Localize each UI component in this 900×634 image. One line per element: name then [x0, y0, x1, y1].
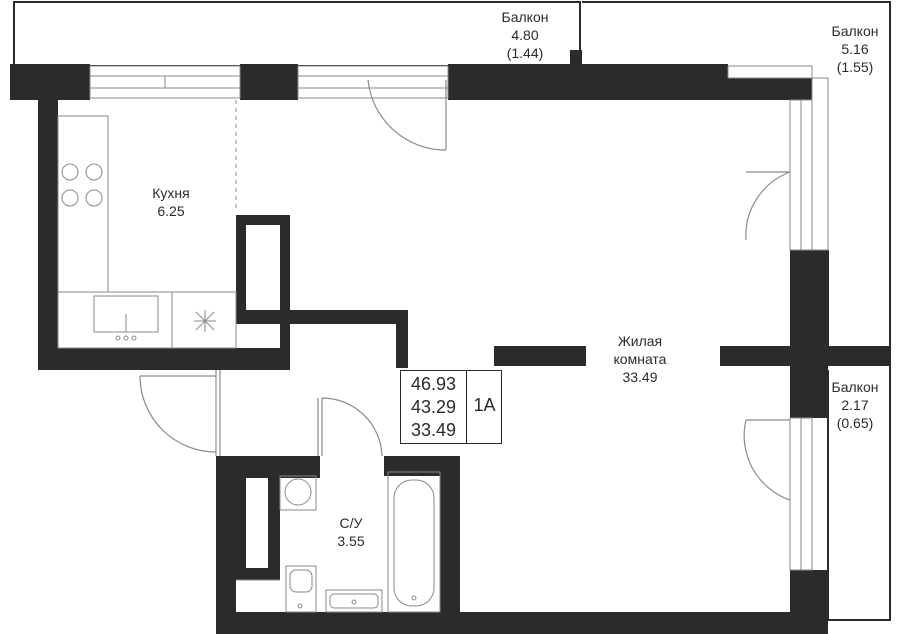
room-name: Балкон [831, 379, 879, 395]
doors [139, 79, 791, 501]
label-kitchen: Кухня 6.25 [126, 184, 216, 220]
room-area: 33.49 [622, 369, 658, 385]
room-area: 6.25 [157, 203, 185, 219]
total-area: 46.93 [410, 374, 457, 394]
room-name: Балкон [501, 9, 549, 25]
kitchen-fixtures [57, 100, 237, 349]
room-name: С/У [339, 515, 363, 531]
living-area: 33.49 [410, 420, 457, 440]
area-without-balconies: 43.29 [410, 397, 457, 417]
room-reduced-area: (1.55) [836, 59, 874, 75]
room-area: 5.16 [841, 41, 869, 57]
bathroom-fixtures [236, 471, 441, 613]
room-name: Кухня [152, 185, 190, 201]
apartment-type: 1А [473, 395, 496, 415]
room-area: 2.17 [841, 397, 869, 413]
label-balcony-right-bottom: Балкон 2.17 (0.65) [810, 378, 900, 432]
windows [89, 65, 829, 571]
room-name-line2: комната [613, 351, 667, 367]
room-area: 3.55 [337, 533, 365, 549]
room-reduced-area: (1.44) [506, 45, 544, 61]
room-name: Балкон [831, 23, 879, 39]
label-balcony-top: Балкон 4.80 (1.44) [480, 8, 570, 62]
area-totals: 46.93 43.29 33.49 [401, 371, 467, 443]
area-summary-box: 46.93 43.29 33.49 1А [400, 370, 502, 444]
room-area: 4.80 [511, 27, 539, 43]
room-reduced-area: (0.65) [836, 415, 874, 431]
label-balcony-right-top: Балкон 5.16 (1.55) [810, 22, 900, 76]
room-name-line1: Жилая [617, 333, 663, 349]
label-living-room: Жилая комната 33.49 [590, 332, 690, 386]
label-bathroom: С/У 3.55 [316, 514, 386, 550]
walls [10, 50, 890, 634]
